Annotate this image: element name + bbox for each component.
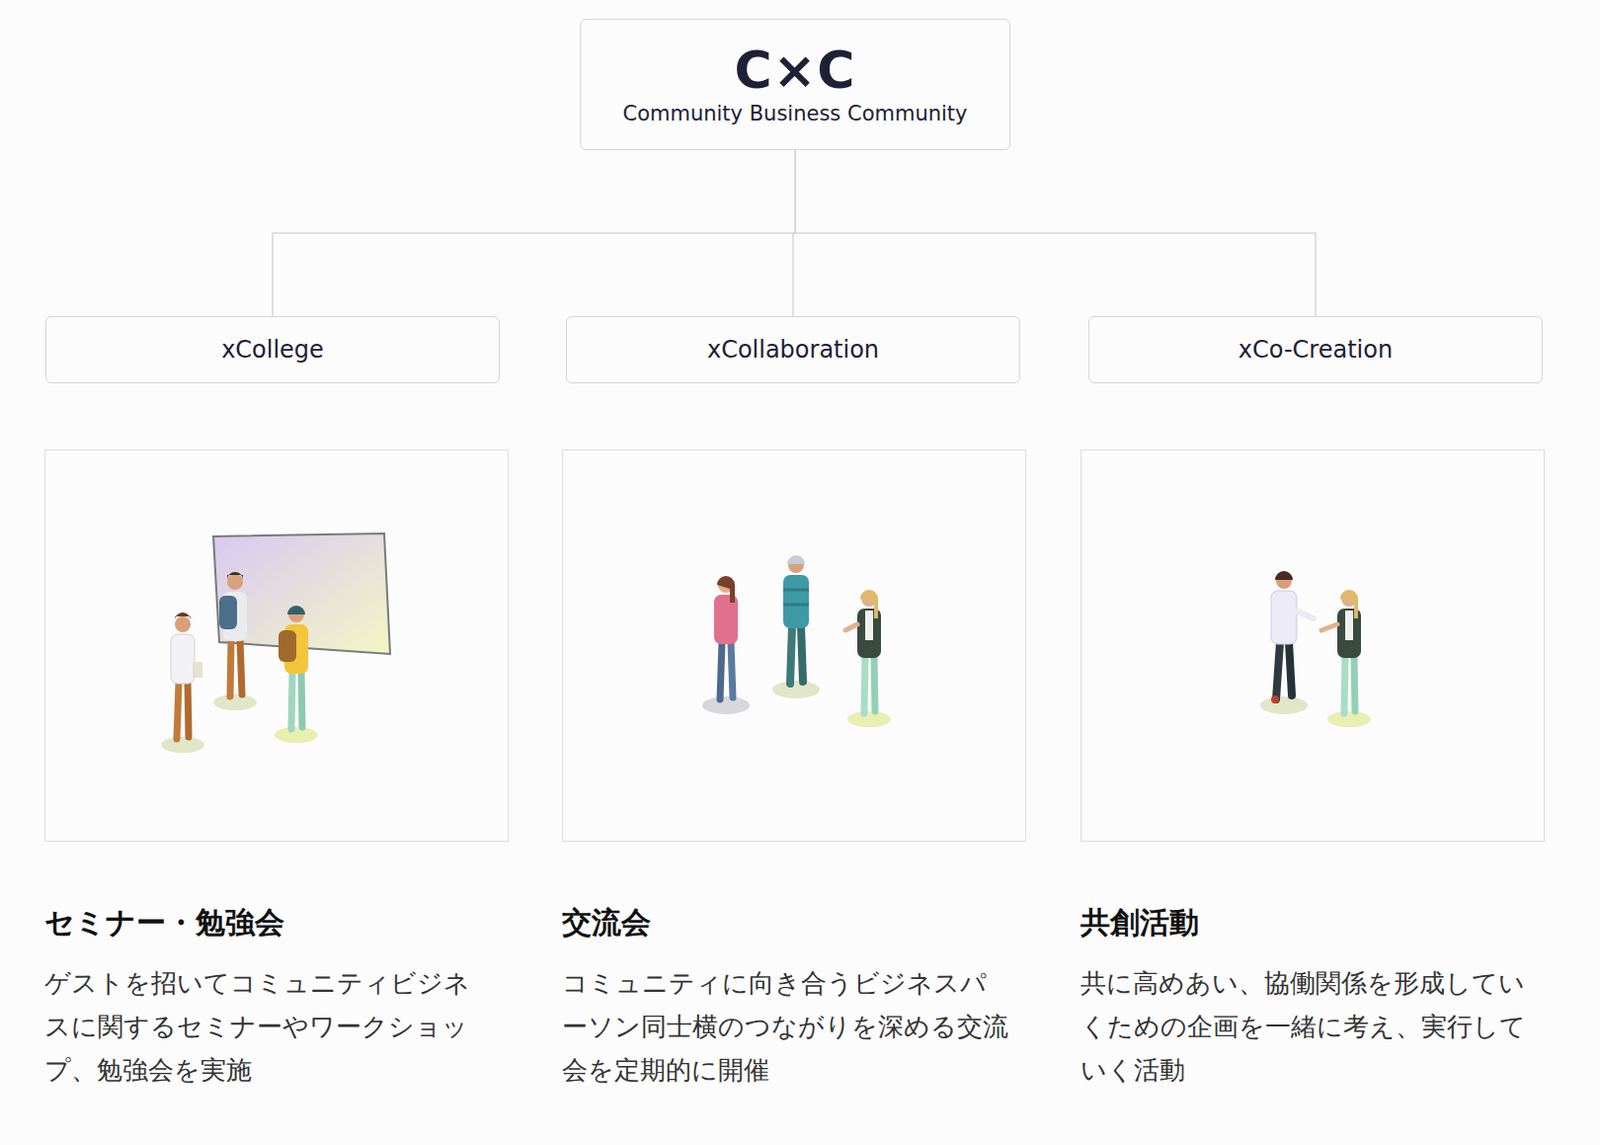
category-box: xCo-Creation	[1088, 316, 1543, 384]
illustration-frame	[44, 449, 509, 842]
logo-text: C×C	[734, 43, 857, 98]
tab-label: xCollege	[221, 335, 324, 364]
tab-label: xCollaboration	[707, 335, 880, 364]
section-panel: セミナー・勉強会ゲストを招いてコミュニティビジネスに関するセミナーやワークショッ…	[44, 449, 509, 1092]
section-panel: 交流会コミュニティに向き合うビジネスパーソン同士横のつながりを深める交流会を定期…	[561, 449, 1027, 1092]
section-description: ゲストを招いてコミュニティビジネスに関するセミナーやワークショップ、勉強会を実施	[44, 960, 494, 1092]
illustration-frame	[561, 449, 1027, 842]
tree-connector	[272, 150, 796, 317]
category-box: xCollaboration	[565, 316, 1021, 384]
category-box: xCollege	[45, 316, 500, 384]
tab-label: xCo-Creation	[1238, 335, 1393, 364]
tree-connector	[795, 150, 1316, 317]
section-description: 共に高めあい、協働関係を形成していくための企画を一緒に考え、実行していく活動	[1080, 960, 1530, 1092]
section-panel: 共創活動共に高めあい、協働関係を形成していくための企画を一緒に考え、実行していく…	[1080, 449, 1545, 1092]
cocreation-illustration	[1260, 570, 1371, 727]
illustration-frame	[1080, 449, 1545, 842]
section-heading: 共創活動	[1080, 902, 1545, 942]
section-heading: セミナー・勉強会	[44, 902, 509, 942]
networking-illustration	[702, 555, 891, 727]
logo-subtitle: Community Business Community	[622, 101, 967, 126]
root-box: C×C Community Business Community	[579, 18, 1011, 151]
section-heading: 交流会	[561, 902, 1027, 942]
seminar-illustration	[160, 533, 391, 753]
section-description: コミュニティに向き合うビジネスパーソン同士横のつながりを深める交流会を定期的に開…	[561, 960, 1012, 1092]
